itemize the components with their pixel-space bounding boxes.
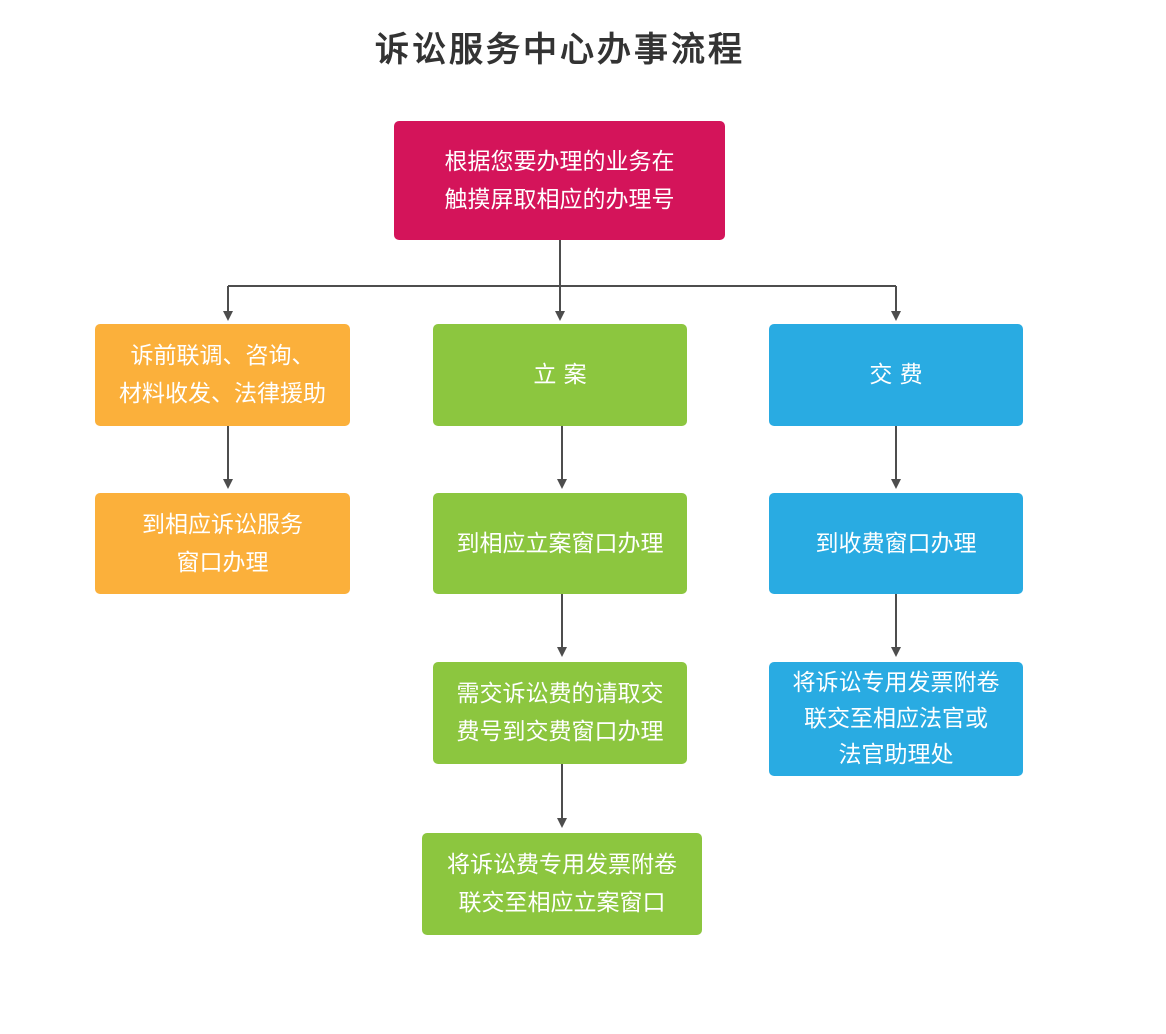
diagram-title: 诉讼服务中心办事流程 <box>375 30 745 70</box>
litigation-service-window-text: 到相应诉讼服务 窗口办理 <box>142 511 303 576</box>
litigation-service-window-node: 到相应诉讼服务 窗口办理 <box>95 493 350 594</box>
filing-node: 立 案 <box>433 324 687 426</box>
cashier-window-node: 到收费窗口办理 <box>769 493 1023 594</box>
start-node-text: 根据您要办理的业务在 触摸屏取相应的办理号 <box>444 148 675 213</box>
fee-number-node: 需交诉讼费的请取交 费号到交费窗口办理 <box>433 662 687 764</box>
filing-window-text: 到相应立案窗口办理 <box>456 530 664 557</box>
filing-invoice-node: 将诉讼费专用发票附卷 联交至相应立案窗口 <box>422 833 702 935</box>
filing-text: 立 案 <box>533 362 587 388</box>
start-node: 根据您要办理的业务在 触摸屏取相应的办理号 <box>394 121 725 240</box>
cashier-window-text: 到收费窗口办理 <box>815 530 977 557</box>
payment-text: 交 费 <box>869 362 923 388</box>
filing-window-node: 到相应立案窗口办理 <box>433 493 687 594</box>
judge-invoice-node: 将诉讼专用发票附卷 联交至相应法官或 法官助理处 <box>769 662 1023 776</box>
mediation-consult-text: 诉前联调、咨询、 材料收发、法律援助 <box>119 343 326 407</box>
fee-number-text: 需交诉讼费的请取交 费号到交费窗口办理 <box>456 681 664 745</box>
judge-invoice-text: 将诉讼专用发票附卷 联交至相应法官或 法官助理处 <box>792 670 1000 768</box>
filing-invoice-text: 将诉讼费专用发票附卷 联交至相应立案窗口 <box>447 852 677 916</box>
mediation-consult-node: 诉前联调、咨询、 材料收发、法律援助 <box>95 324 350 426</box>
payment-node: 交 费 <box>769 324 1023 426</box>
